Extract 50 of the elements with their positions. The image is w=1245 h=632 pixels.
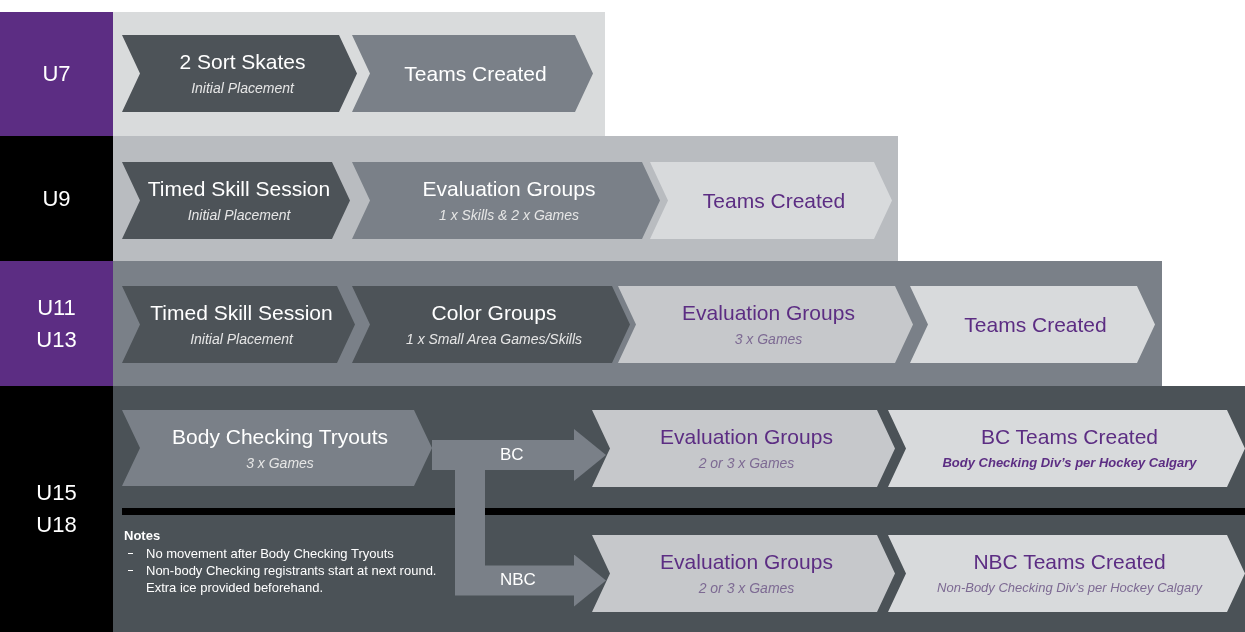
step-title: NBC Teams Created — [973, 549, 1166, 575]
step-title: Color Groups — [431, 300, 557, 326]
chevron-step — [592, 410, 895, 487]
step-title: 2 Sort Skates — [179, 49, 306, 75]
row-band — [0, 136, 898, 261]
chevron-step — [888, 410, 1245, 487]
step-note: Non-Body Checking Div’s per Hockey Calgary — [937, 579, 1202, 597]
step-note: 1 x Skills & 2 x Games — [438, 206, 579, 225]
chevron-step — [352, 35, 593, 112]
step-note: 3 x Games — [246, 453, 314, 473]
note-text: No movement after Body Checking Tryouts — [146, 545, 395, 562]
note-text: Non-body Checking registrants start at next round. Extra ice provided beforehand. — [146, 562, 438, 596]
chevron-step — [618, 286, 913, 363]
age-group-label: U11 U13 — [35, 293, 78, 354]
step-title: Body Checking Tryouts — [172, 423, 388, 450]
step-title: Teams Created — [702, 187, 846, 214]
age-group-label: U15 U18 — [35, 479, 78, 539]
chevron-step — [122, 162, 350, 239]
chevron-step — [592, 535, 895, 612]
age-group-label: U9 — [41, 184, 72, 213]
chevron-step — [650, 162, 892, 239]
step-note: 1 x Small Area Games/Skills — [405, 330, 583, 349]
step-note: 2 or 3 x Games — [698, 579, 795, 598]
step-title: Evaluation Groups — [422, 176, 596, 202]
step-title: Teams Created — [404, 60, 547, 87]
step-note: 2 or 3 x Games — [698, 454, 795, 473]
step-note: Initial Placement — [190, 330, 293, 349]
step-title: Timed Skill Session — [147, 176, 331, 202]
step-note: Initial Placement — [187, 206, 291, 225]
chevron-step — [888, 535, 1245, 612]
row-band — [0, 12, 605, 136]
chevron-step — [910, 286, 1155, 363]
step-title: Evaluation Groups — [660, 549, 833, 575]
age-group-label: U7 — [41, 60, 72, 88]
chevron-step — [352, 286, 630, 363]
step-title: Evaluation Groups — [660, 424, 833, 450]
chevron-step — [122, 35, 357, 112]
chevron-step — [122, 410, 432, 486]
chevron-step — [122, 286, 355, 363]
notes-heading: Notes — [124, 528, 161, 543]
chevron-step — [352, 162, 660, 239]
step-note: Body Checking Div’s per Hockey Calgary — [942, 454, 1197, 472]
row-band — [0, 261, 1162, 386]
step-note: Initial Placement — [191, 79, 294, 98]
step-title: BC Teams Created — [981, 424, 1158, 450]
step-title: Timed Skill Session — [150, 300, 333, 326]
row-band — [0, 386, 1245, 632]
step-note: 3 x Games — [734, 330, 803, 349]
step-title: Teams Created — [964, 311, 1107, 338]
step-title: Evaluation Groups — [682, 300, 855, 326]
